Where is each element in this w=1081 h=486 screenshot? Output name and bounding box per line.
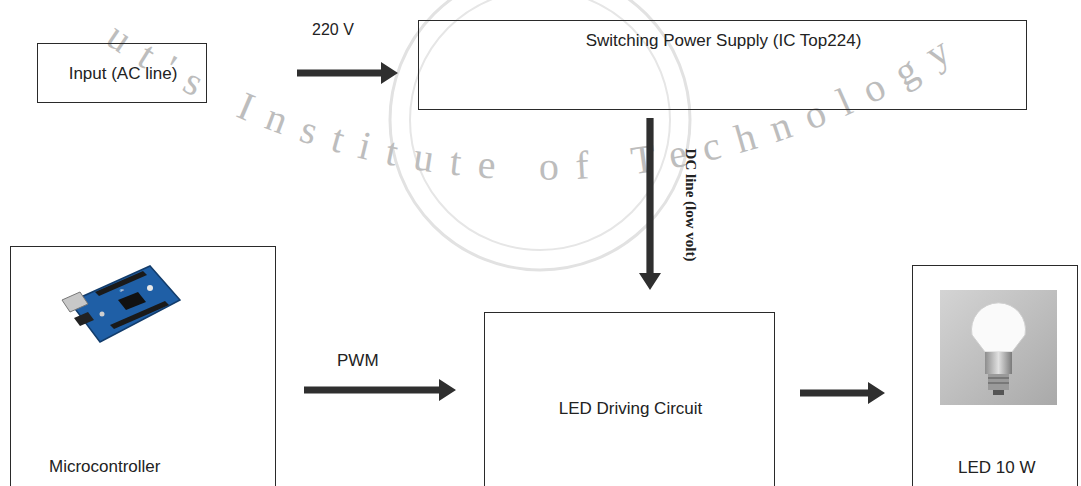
- ac-arrow: [297, 62, 398, 84]
- edge-label: 220 V: [312, 20, 354, 39]
- watermark-text: ut's Institute of Technology: [99, 13, 958, 189]
- led-box: LED 10 W: [912, 265, 1078, 486]
- microcontroller-box: Microcontroller: [10, 246, 276, 486]
- box-label: LED Driving Circuit: [559, 399, 703, 419]
- arduino-board: ∞: [62, 266, 180, 342]
- dc-arrow: [639, 118, 661, 290]
- led-bulb-picture: [940, 290, 1057, 405]
- pwm-arrow: [304, 379, 456, 401]
- output-arrow: [800, 382, 885, 404]
- box-label: Switching Power Supply (IC Top224): [586, 31, 862, 51]
- box-label: Input (AC line): [69, 64, 178, 84]
- edge-label: PWM: [337, 351, 379, 371]
- power-supply-box: Switching Power Supply (IC Top224): [418, 20, 1027, 110]
- svg-text:∞: ∞: [118, 285, 125, 293]
- driver-box: LED Driving Circuit: [484, 312, 775, 486]
- edge-label: DC line (low volt): [682, 149, 700, 262]
- input-box: Input (AC line): [37, 43, 207, 103]
- box-label: LED 10 W: [958, 458, 1035, 478]
- box-label: Microcontroller: [49, 457, 160, 477]
